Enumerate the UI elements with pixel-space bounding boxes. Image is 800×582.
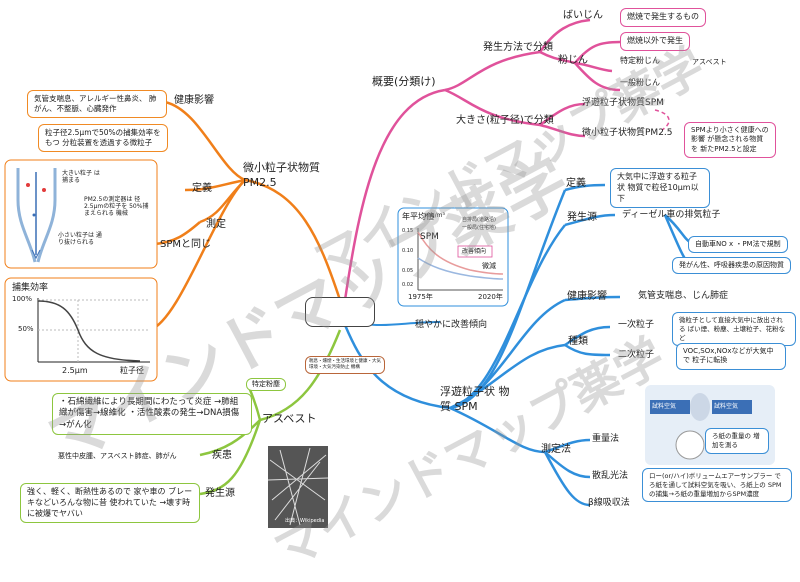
device-big-label: 大きい粒子 は捕まる [62,170,100,185]
s-kenkou-node[interactable]: 健康影響 [567,291,607,302]
tokutei-funjin2-note: 特定粉塵 [246,378,286,392]
s-hassei-val[interactable]: ディーゼル車の排気粒子 [622,210,721,220]
shikkan-node[interactable]: 疾患 [212,450,232,461]
asbestos-photo [267,446,329,528]
spm-class-node[interactable]: 浮遊粒子状物質SPM [582,98,664,108]
baijin-node[interactable]: ばいじん [563,10,603,21]
s-teigi-note: 大気中に浮遊する粒子状 物質で粒径10μm以下 [610,168,710,209]
sanran-node[interactable]: 散乱光法 [592,471,629,481]
ookisa-node[interactable]: 大きさ(粒子径)で分類 [456,115,554,126]
teigi-node[interactable]: 定義 [192,183,212,194]
pm25-note: SPMより小さく健康への影響 が懸念される物質を 新たPM2.5と設定 [684,122,776,159]
s-teigi-node[interactable]: 定義 [566,178,586,189]
trend-legend2: 一般局(住宅地) [462,225,496,231]
trend-y2: 0.10 [402,248,414,254]
blue-branch [343,183,691,507]
dashed-arrow [654,109,670,131]
trend-line-roadside [417,231,504,275]
s-shurui-node[interactable]: 種類 [568,336,588,347]
trend-node[interactable]: 穏やかに改善傾向 [415,320,488,330]
trend-flat: 微減 [482,262,496,270]
pm25-class-node[interactable]: 微小粒子状物質PM2.5 [582,128,673,138]
baijin-note: 燃焼で発生するもの [620,8,706,27]
as-note1: ・石綿繊維により長期間にわたって炎症 →肺組織が傷害→線維化 ・活性酸素の発生→… [52,393,252,436]
asbestos-small-label: アスベスト [692,58,727,66]
niji-note: VOC,SOx,NOxなどが大気中で 粒子に転換 [676,343,786,370]
s-hassei-n1: 自動車NO x ・PM法で規制 [688,236,788,254]
asbestos-node[interactable]: アスベスト [262,412,317,425]
graph-y50: 50% [18,325,34,333]
center-note: 喘息・燻煙・生活環境と健康・大気環境・大気汚染防止 機構 [305,356,385,375]
mindmap-canvas [4,18,775,528]
trend-improve: 改善傾向 [462,248,487,255]
trend-chart-title: 年平均値 [402,212,434,221]
trend-spm: SPM [420,232,439,242]
as-hassei-note: 強く、軽く、断熱性あるので 家や車の ブレーキなどいろんな物に昔 使われていた … [20,483,200,524]
pink-branch [343,18,621,301]
s-sokutei-node[interactable]: 測定法 [541,444,571,455]
teigi-note: 粒子径2.5μmで50%の捕集効率を もつ 分粒装置を透過する微粒子 [38,124,168,153]
trend-line-residential [417,257,504,280]
funjin-note: 燃焼以外で発生 [620,32,690,51]
spm-main-node[interactable]: 浮遊粒子状 物質 SPM [440,385,510,414]
device-small-label: 小さい粒子は 通り抜けられる [58,232,102,247]
kenkou-node[interactable]: 健康影響 [174,95,214,106]
trend-y3: 0.05 [402,268,414,274]
sokutei-note: ロー(or/ハイ)ボリュームエアーサンプラー でろ紙を通して試料空気を吸い、ろ紙… [642,468,792,503]
trend-x1: 1975年 [408,293,433,301]
trend-chart-unit: mg/m³ [425,212,445,219]
s-kenkou-val[interactable]: 気管支喘息、じん肺症 [638,291,729,301]
pm25-main-node[interactable]: 微小粒子状物質 PM2.5 [243,161,320,190]
ippan-funjin-node[interactable]: 一般粉じん [620,78,660,87]
shikkan-val: 悪性中皮腫、アスベスト肺症、肺がん [58,452,177,460]
trend-y4: 0.02 [402,282,414,288]
filter-label1: 試料空気 [652,403,677,410]
trend-y1: 0.15 [402,228,414,234]
center-node[interactable] [305,297,375,327]
s-hassei-n2: 発がん性、呼吸器疾患の原因物質 [672,257,791,275]
as-hassei-node[interactable]: 発生源 [205,488,235,499]
ichiji-node[interactable]: 一次粒子 [618,320,655,330]
sokutei-node[interactable]: 測定 [206,219,226,230]
efficiency-curve [37,300,141,362]
funjin-node[interactable]: 粉じん [558,55,588,66]
trend-chart [397,207,509,307]
graph-y100: 100% [12,295,33,303]
graph-xlabel: 粒子径 [120,366,144,375]
trend-legend1: 自排局(道路沿) [462,217,496,223]
gaiyou-node[interactable]: 概要(分類け) [372,75,436,88]
kenkou-note: 気管支喘息、アレルギー性鼻炎、 肺がん、不整脈、心臓発作 [27,90,167,119]
photo-caption: 出典：Wikipedia [285,518,325,524]
graph-title: 捕集効率 [12,283,49,293]
trend-x2: 2020年 [478,293,503,301]
niji-node[interactable]: 二次粒子 [618,350,655,360]
device-mid-label: PM2.5の測定器は 径2.5μmの粒子を 50%捕まえられる 機械 [84,196,149,218]
juuryou-node[interactable]: 重量法 [592,434,620,444]
filter-note: ろ紙の重量の 増加を測る [705,428,769,454]
efficiency-graph [4,277,158,382]
orange-branch [149,100,342,332]
s-hassei-node[interactable]: 発生源 [567,212,597,223]
spm-same-node[interactable]: SPMと同じ [160,239,212,250]
device-diagram [4,159,158,269]
tokutei-funjin-node[interactable]: 特定粉じん [620,56,660,65]
filter-label2: 試料空気 [714,403,739,410]
graph-x: 2.5μm [62,366,88,375]
ichiji-note: 微粒子として直接大気中に放出される ばい煙、粉塵、土壌粒子、花粉など [672,312,796,347]
hassei-houhou-node[interactable]: 発生方法で分類 [483,42,553,53]
beta-node[interactable]: β線吸収法 [588,498,630,508]
